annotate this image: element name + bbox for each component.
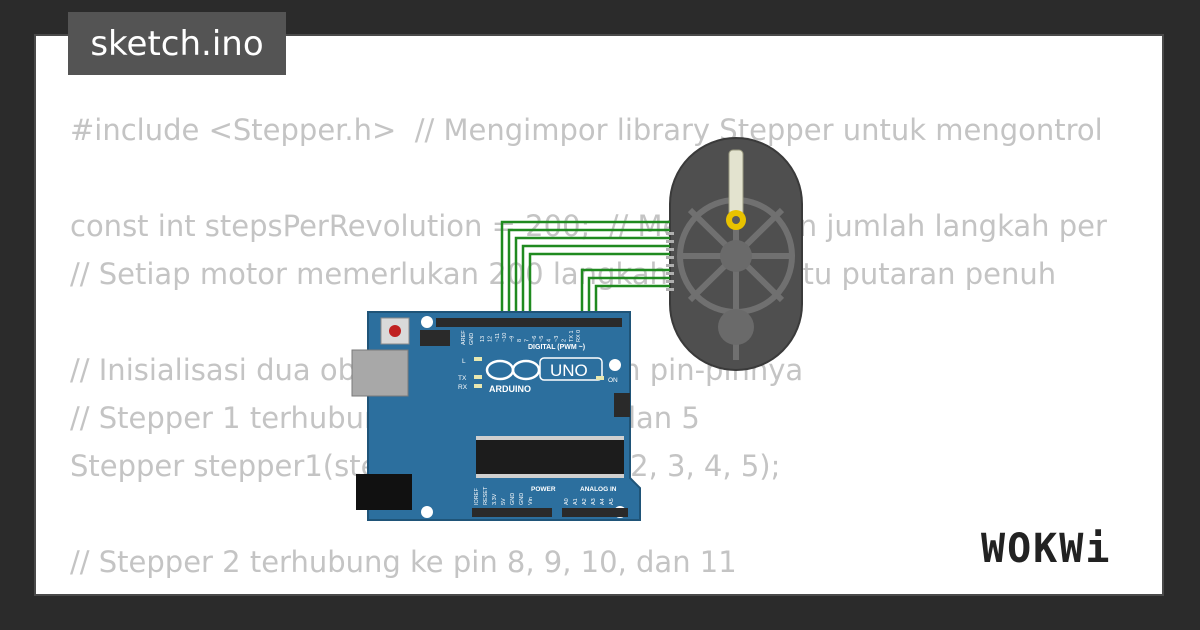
- motor-lower-boss: [718, 309, 754, 345]
- digital-pin-label: 12: [487, 336, 493, 342]
- motor-hub: [720, 240, 752, 272]
- mount-hole: [609, 359, 621, 371]
- arduino-brand: ARDUINO: [489, 384, 531, 394]
- wokwi-logo-text: WOKWi: [981, 526, 1112, 572]
- analog-pin-label: A5: [609, 498, 615, 505]
- atmega-chip: [476, 440, 624, 474]
- file-tab-sketch[interactable]: sketch.ino: [68, 12, 286, 75]
- digital-pin-label: ~10: [502, 333, 508, 342]
- digital-pin-label: RX 0: [576, 330, 582, 342]
- stepper-motor[interactable]: [666, 137, 803, 371]
- power-label: POWER: [531, 486, 556, 493]
- analog-pin-label: A3: [591, 498, 597, 505]
- led-tx-label: TX: [458, 375, 467, 382]
- wire-8: [594, 284, 670, 322]
- wire-6: [580, 268, 670, 322]
- on-label: ON: [608, 377, 618, 384]
- power-pin-label: 3.3V: [492, 493, 498, 505]
- digital-pin-label: 2: [561, 339, 567, 342]
- power-pin-label: RESET: [483, 486, 489, 505]
- gnd-label: GND: [469, 333, 475, 345]
- file-tab-label: sketch.ino: [90, 23, 264, 64]
- uno-label: UNO: [550, 361, 588, 380]
- power-pin-label: Vin: [528, 497, 534, 505]
- wire-5: [528, 252, 670, 322]
- power-pin-label: GND: [519, 493, 525, 505]
- digital-pin-label: ~6: [532, 336, 538, 342]
- power-jack: [356, 474, 412, 510]
- usb-port: [351, 349, 409, 397]
- led-tx: [474, 375, 482, 379]
- analog-pin-label: A0: [564, 498, 570, 505]
- wires: [500, 220, 670, 322]
- aref-label: AREF: [461, 330, 467, 345]
- icsp-header-small: [420, 330, 450, 346]
- power-pin-label: 5V: [501, 498, 507, 505]
- digital-pin-label: 13: [480, 336, 486, 342]
- led-rx: [474, 384, 482, 388]
- analog-pin-label: A1: [573, 498, 579, 505]
- digital-label: DIGITAL (PWM ~): [528, 344, 585, 351]
- wire-7: [587, 276, 670, 322]
- power-pin-label: GND: [510, 493, 516, 505]
- code-line: // Stepper 2 terhubung ke pin 8, 9, 10, …: [70, 545, 737, 579]
- digital-pin-label: 4: [547, 339, 553, 342]
- analog-pin-label: A4: [600, 498, 606, 505]
- mount-hole: [421, 316, 433, 328]
- wire-1: [500, 220, 670, 322]
- digital-pin-label: 7: [524, 339, 530, 342]
- wire-4: [521, 244, 670, 322]
- code-line: #include <Stepper.h> // Mengimpor librar…: [70, 113, 1103, 147]
- arduino-uno[interactable]: DIGITAL (PWM ~) POWER ANALOG IN UNO ARDU…: [351, 311, 641, 521]
- digital-pin-label: ~11: [495, 333, 501, 342]
- mount-hole: [421, 506, 433, 518]
- arduino-logo: [485, 357, 603, 381]
- led-on: [596, 376, 604, 380]
- digital-pin-label: ~5: [539, 336, 545, 342]
- analog-label: ANALOG IN: [580, 486, 617, 493]
- digital-pin-label: ~3: [554, 336, 560, 342]
- digital-header: [436, 318, 622, 327]
- motor-pins: [666, 232, 674, 291]
- led-l-label: L: [462, 358, 466, 365]
- code-line: Stepper stepper2(stepsPerRevolution, 8, …: [70, 586, 1107, 594]
- wire-3: [514, 236, 670, 322]
- wire-2: [507, 228, 670, 322]
- led-l: [474, 357, 482, 361]
- analog-header: [562, 508, 628, 517]
- wokwi-logo: WOKWi: [975, 526, 1150, 578]
- led-rx-label: RX: [458, 384, 468, 391]
- analog-pin-label: A2: [582, 498, 588, 505]
- digital-pin-label: ~9: [510, 336, 516, 342]
- icsp-header: [614, 393, 630, 417]
- power-header: [472, 508, 552, 517]
- digital-pin-label: 8: [517, 339, 523, 342]
- digital-pin-label: TX 1: [569, 330, 575, 342]
- power-pin-label: IOREF: [474, 488, 480, 505]
